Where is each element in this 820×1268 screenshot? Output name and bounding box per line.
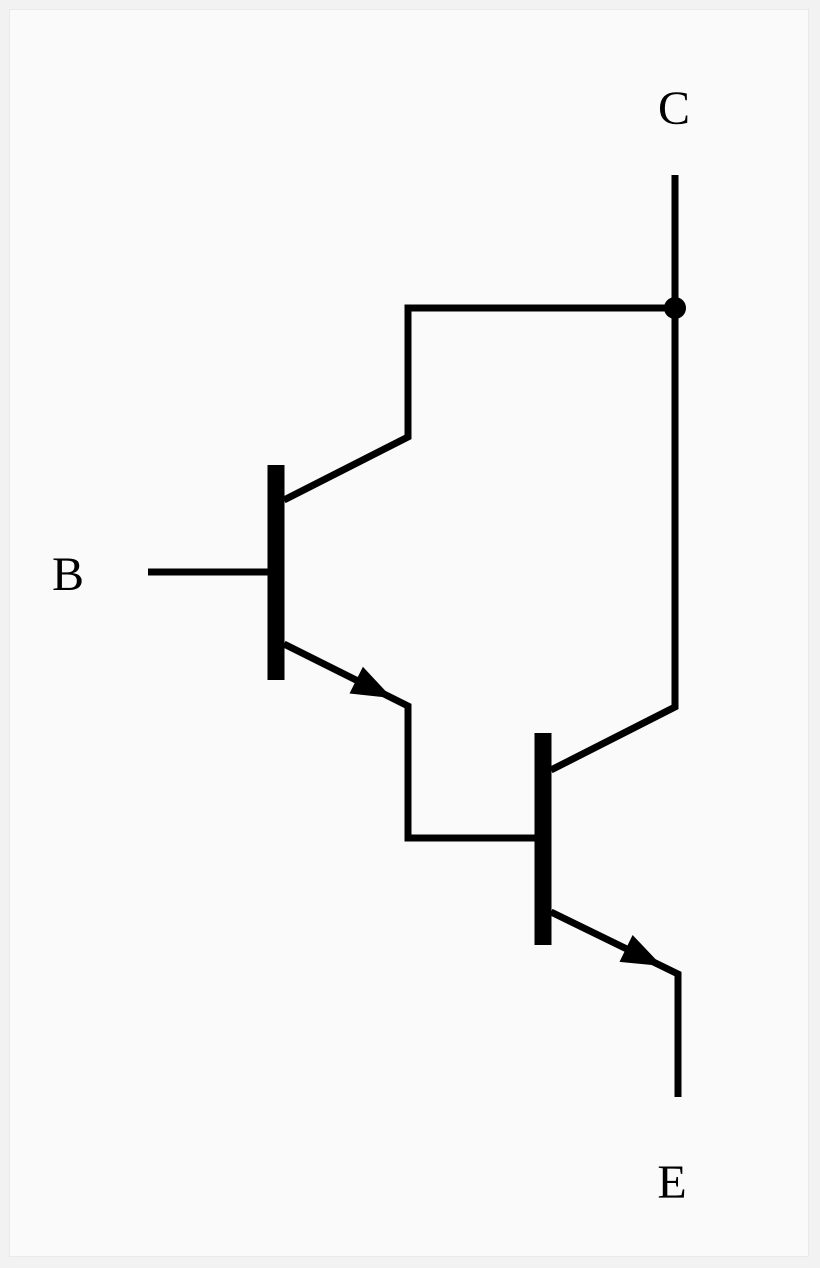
collector-wire-q1-to-terminal-c <box>282 175 679 504</box>
collector-wire-q2-to-junction <box>549 308 679 774</box>
terminal-label-collector: C <box>658 82 690 135</box>
terminal-label-base: B <box>52 548 84 601</box>
terminal-label-emitter: E <box>657 1156 686 1209</box>
junction-dot <box>664 297 686 319</box>
emitter-arrow-q1-icon <box>349 666 392 698</box>
emitter-wire-q2-to-terminal-e <box>549 908 682 1097</box>
emitter-arrow-q2-icon <box>619 935 662 966</box>
emitter-wire-q1-to-base-q2 <box>282 640 536 842</box>
